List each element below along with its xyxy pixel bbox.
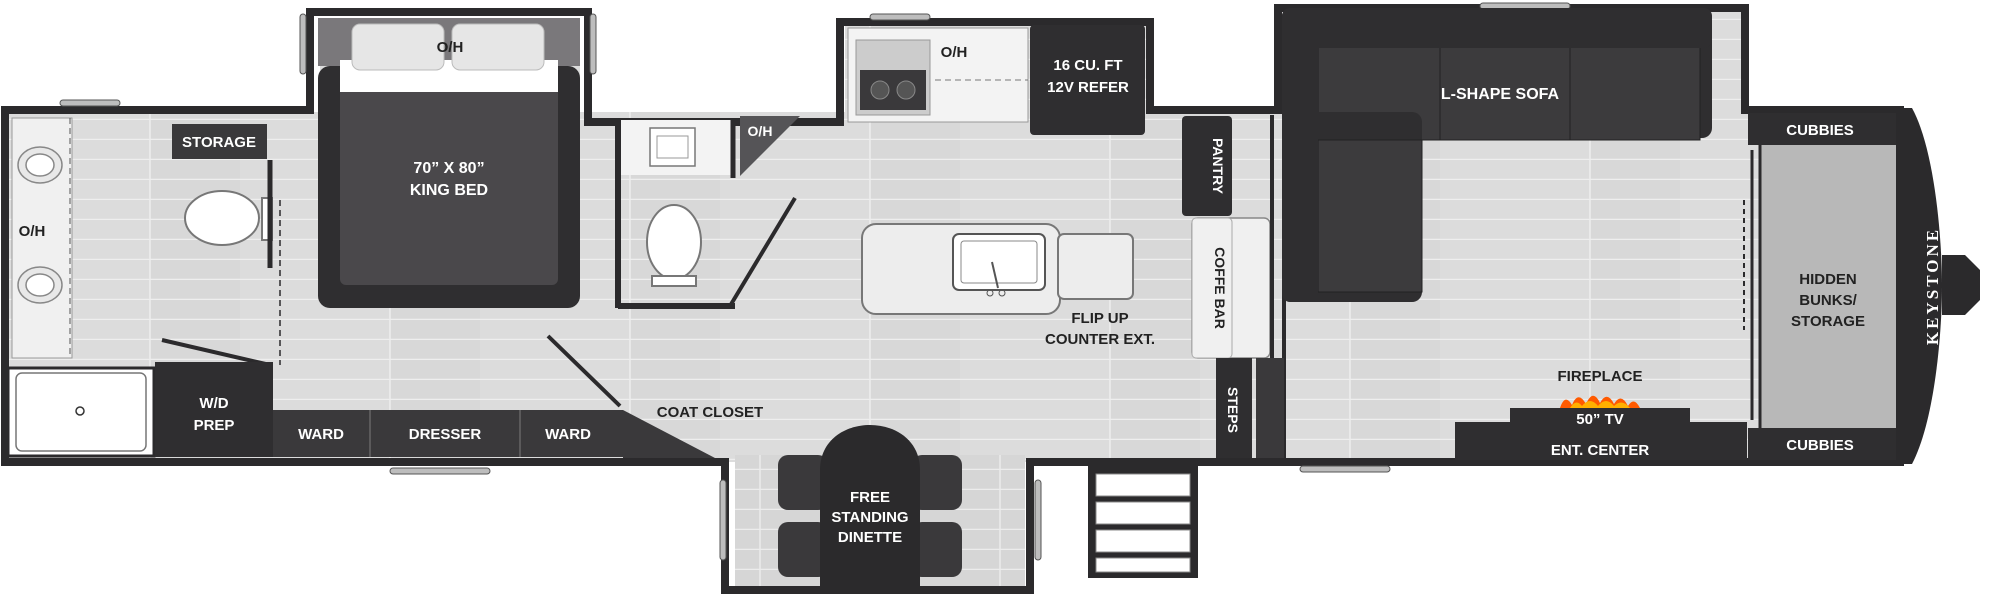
shower-icon [15,372,147,452]
sink-icon [649,127,696,167]
front-wall-storage: CUBBIES HIDDEN BUNKS/ STORAGE CUBBIES [1743,113,1896,460]
bed-oh-label-top: O/H [437,39,464,56]
sink-icon [17,146,63,184]
dinette-label-2: STANDING [831,509,908,526]
bed-size-label: 70” X 80” [413,160,484,177]
sofa-label: L-SHAPE SOFA [1441,86,1560,103]
mid-bath: O/H [615,116,800,309]
coat-closet-label: COAT CLOSET [657,404,763,421]
bunks-label-2: BUNKS/ [1799,292,1857,309]
flip-up-label: FLIP UP [1071,310,1128,327]
steps-label: STEPS [1225,387,1241,433]
vanity-oh-label: O/H [19,223,46,240]
cubbies-bottom-label: CUBBIES [1786,437,1854,454]
king-bed-label: KING BED [410,182,488,199]
dresser-label: DRESSER [409,426,482,443]
ward-left-label: WARD [298,426,344,443]
dinette-label: FREE [850,489,890,506]
wd-prep-label: W/D [199,395,228,412]
master-bath: O/H STORAGE [6,117,281,458]
tv-label: 50” TV [1576,411,1624,428]
dinette-label-3: DINETTE [838,529,902,546]
kitchen: O/H 16 CU. FT 12V REFER FLIP UP COUNTER … [847,25,1155,348]
toilet-icon [646,204,702,287]
fireplace-label: FIREPLACE [1557,368,1642,385]
king-bed: O/H O/H 70” X 80” KING BED [318,18,580,308]
dinette: FREE STANDING DINETTE [778,425,962,590]
ent-center-label: ENT. CENTER [1551,442,1650,459]
entry-steps [1088,466,1198,578]
front-cap: KEYSTONE [1895,108,1980,464]
bedroom-closets: W/D PREP WARD DRESSER WARD COAT CLOSET [155,334,763,458]
entertainment-center: FIREPLACE 50” TV ENT. CENTER [1455,368,1747,460]
toilet-oh-label: O/H [748,123,773,139]
toilet-icon [184,190,273,246]
kitchen-oh-label: O/H [941,44,968,61]
refer-label-2: 12V REFER [1047,79,1129,96]
ward-right-label: WARD [545,426,591,443]
l-shape-sofa: L-SHAPE SOFA [1282,8,1712,302]
wd-prep-label-2: PREP [194,417,235,434]
sink-icon [17,266,63,304]
sink-icon [952,233,1046,297]
bunks-label-3: STORAGE [1791,313,1865,330]
stove-icon [855,39,931,116]
storage-label: STORAGE [182,134,256,151]
coffee-bar-label: COFFE BAR [1212,247,1228,329]
refer-label: 16 CU. FT [1053,57,1122,74]
fire-icon [1560,395,1640,408]
cubbies-top-label: CUBBIES [1786,122,1854,139]
brand-logo: KEYSTONE [1923,227,1942,345]
pantry-area: PANTRY COFFE BAR STEPS [1182,115,1284,462]
pantry-label: PANTRY [1210,138,1226,195]
bunks-label: HIDDEN [1799,271,1857,288]
flip-up-label-2: COUNTER EXT. [1045,331,1155,348]
